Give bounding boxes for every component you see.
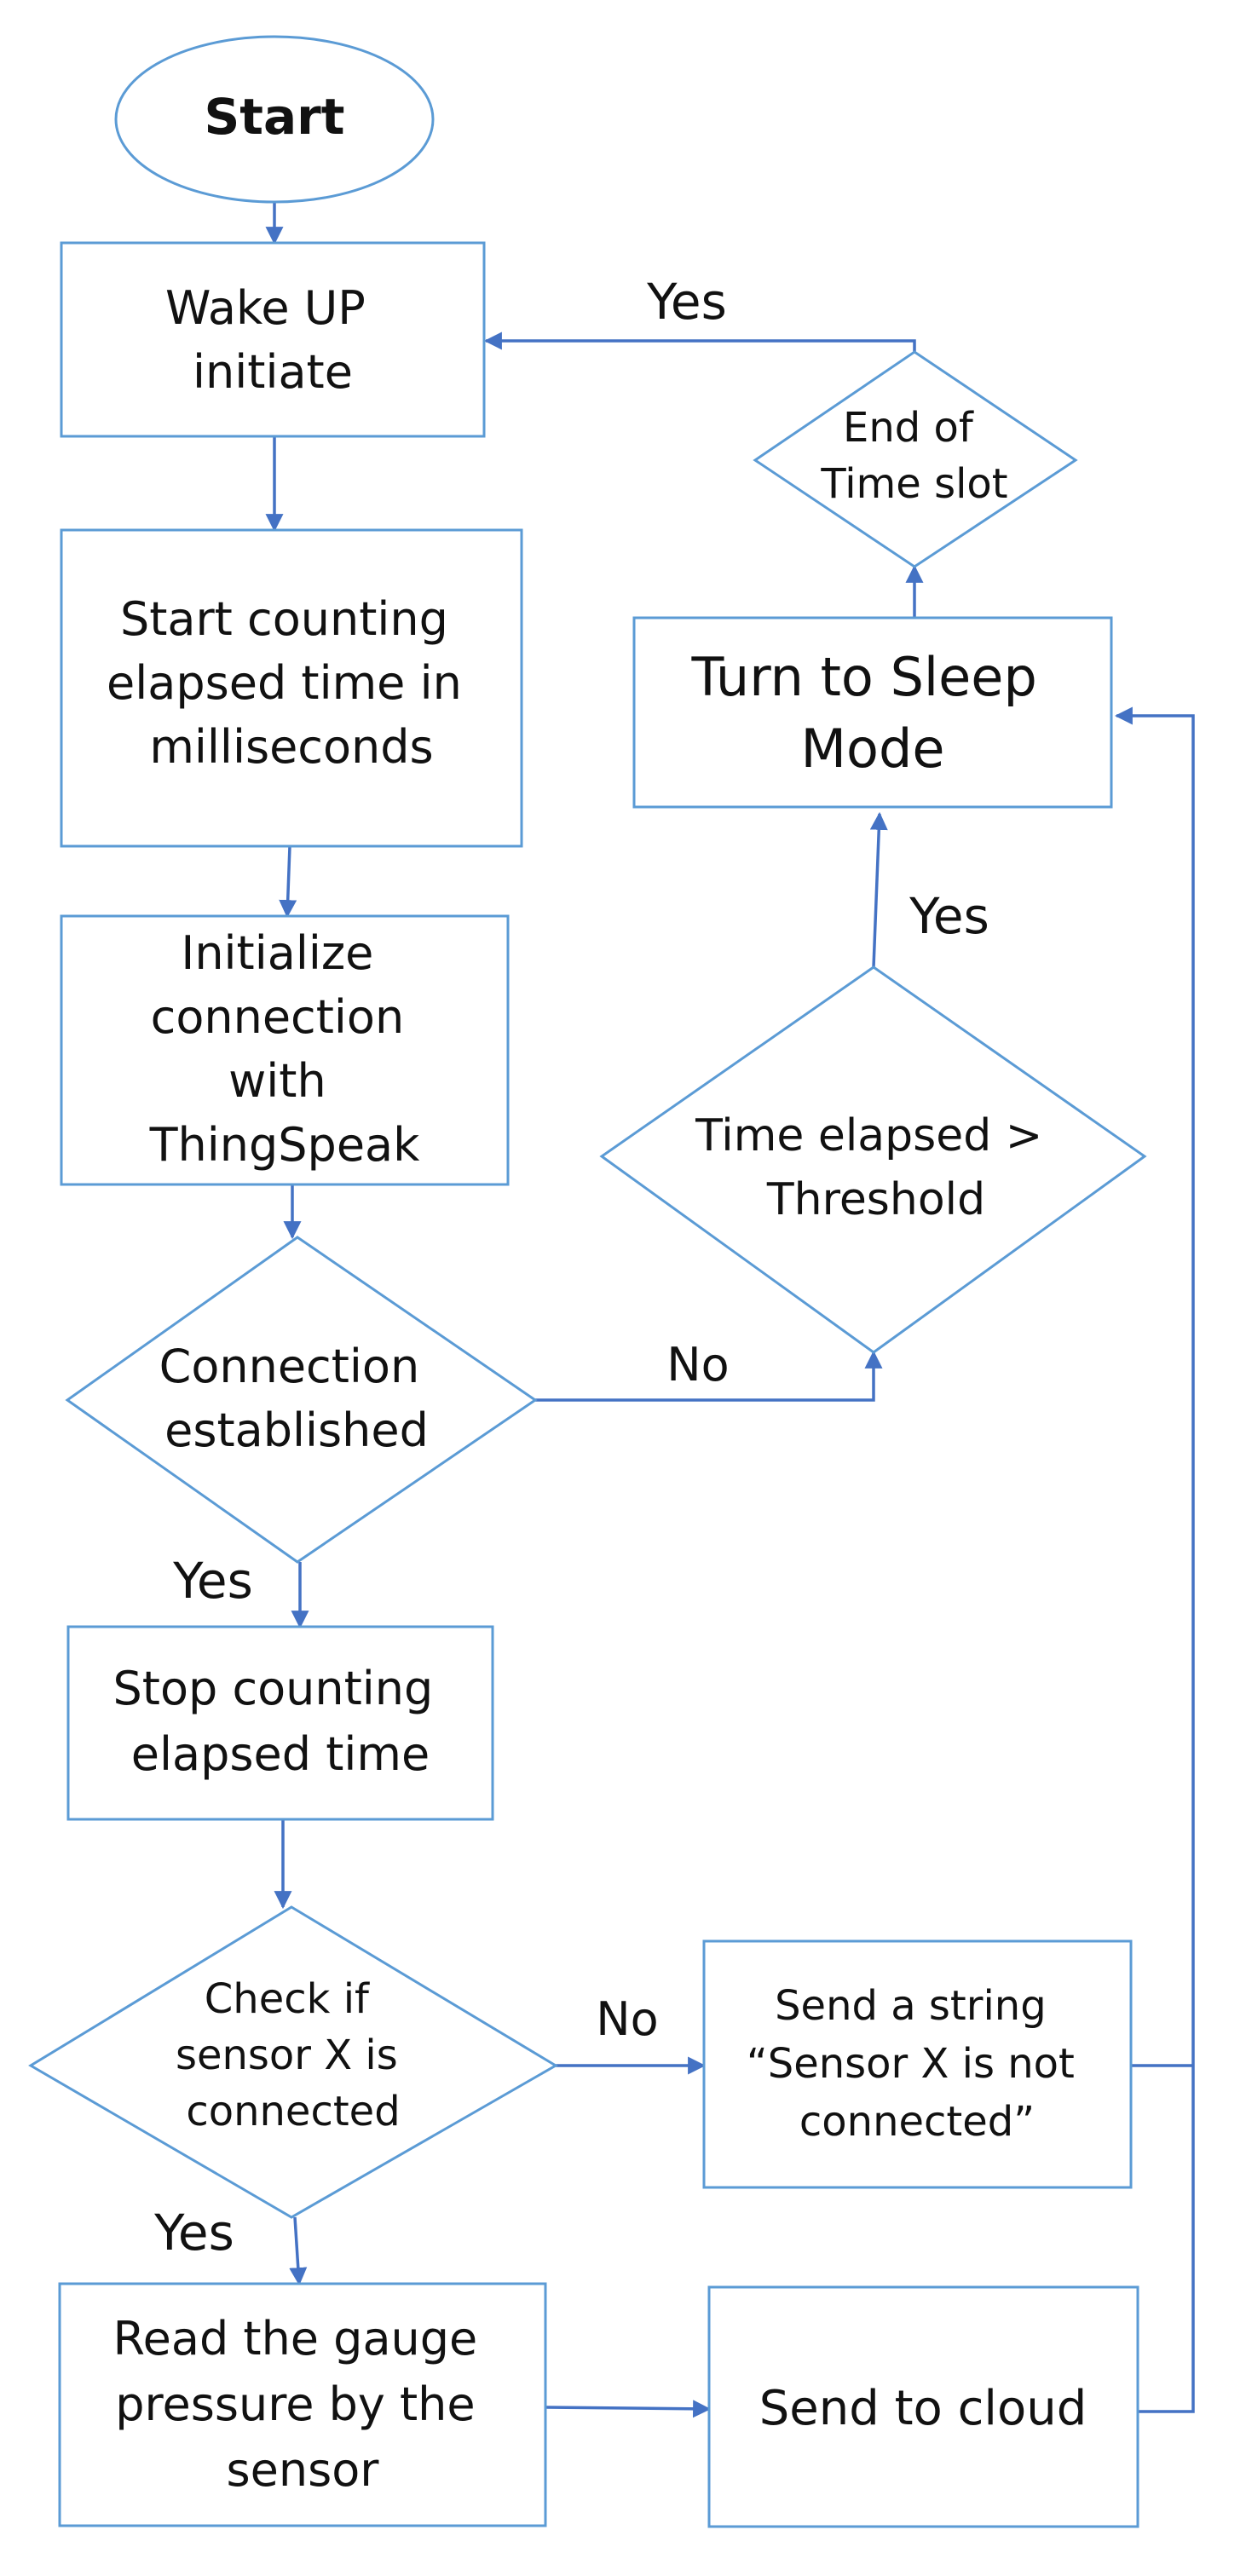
svg-text:End of Time slot: End of Time slot: [820, 404, 1007, 508]
start-counting-box: Start counting elapsed time in milliseco…: [60, 528, 523, 848]
check-sensor-line-2: sensor X is: [176, 2031, 398, 2079]
edge-read-to-cloud: [545, 2400, 712, 2418]
check-sensor-decision: Check if sensor X is connected: [28, 1905, 558, 2219]
read-gauge-box: Read the gauge pressure by the sensor: [58, 2282, 547, 2527]
svg-text:Connection established: Connection established: [159, 1340, 435, 1457]
svg-text:Send a string “Sensor X: Send a string “Sensor X is not connected…: [747, 1982, 1087, 2146]
send-string-box: Send a string “Sensor X is not connected…: [702, 1939, 1133, 2189]
time-elapsed-line-2: Threshold: [766, 1174, 985, 1225]
end-timeslot-line-1: End of: [843, 404, 974, 452]
svg-text:Read the gauge pressure: Read the gauge pressure by the sensor: [113, 2312, 493, 2497]
svg-text:Start counting elapsed t: Start counting elapsed time in milliseco…: [107, 592, 476, 774]
edge-counting-to-init: [279, 845, 297, 919]
edge-cloud-to-loop: [1114, 706, 1195, 2413]
threshold-yes-label: Yes: [909, 887, 989, 945]
svg-text:Initialize connection: Initialize connection with ThingSpeak: [149, 926, 421, 1172]
connection-established-line-2: established: [164, 1403, 429, 1457]
init-connection-line-1: Initialize: [181, 926, 373, 980]
edge-endslot-yes: [483, 331, 916, 352]
wake-up-line-2: initiate: [193, 345, 353, 399]
end-timeslot-line-2: Time slot: [820, 460, 1007, 508]
sensor-yes-label: Yes: [153, 2204, 234, 2262]
time-elapsed-decision: Time elapsed > Threshold: [599, 965, 1147, 1354]
svg-text:Stop counting elapsed ti: Stop counting elapsed time: [113, 1662, 448, 1781]
svg-text:Wake UP initiate: Wake UP initiate: [165, 281, 380, 399]
start-counting-line-2: elapsed time in: [107, 656, 462, 710]
send-string-line-3: connected”: [799, 2098, 1035, 2146]
check-sensor-line-3: connected: [186, 2088, 400, 2135]
stop-counting-line-1: Stop counting: [113, 1662, 434, 1715]
connectors: [265, 202, 1195, 2418]
wake-up-box: Wake UP initiate: [60, 241, 486, 438]
read-gauge-line-3: sensor: [227, 2443, 380, 2497]
start-counting-line-3: milliseconds: [149, 720, 433, 774]
send-string-line-1: Send a string: [775, 1982, 1047, 2030]
read-gauge-line-1: Read the gauge: [113, 2312, 478, 2366]
svg-text:Turn to Sleep Mode: Turn to Sleep Mode: [690, 646, 1053, 780]
connection-yes-label: Yes: [172, 1552, 253, 1610]
start-terminal: Start: [114, 35, 435, 204]
end-timeslot-yes-label: Yes: [646, 273, 727, 331]
start-counting-line-1: Start counting: [120, 592, 448, 646]
sensor-no-label: No: [596, 1992, 658, 2046]
sleep-mode-line-2: Mode: [801, 717, 945, 780]
check-sensor-line-1: Check if: [205, 1975, 370, 2023]
init-connection-line-4: ThingSpeak: [149, 1118, 421, 1172]
svg-text:Check if sensor X is: Check if sensor X is connected: [176, 1975, 411, 2135]
sleep-mode-box: Turn to Sleep Mode: [632, 616, 1113, 809]
connection-established-line-1: Connection: [159, 1340, 420, 1393]
connection-no-label: No: [666, 1338, 729, 1392]
init-connection-line-2: connection: [151, 990, 405, 1044]
sleep-mode-line-1: Turn to Sleep: [690, 646, 1036, 708]
stop-counting-line-2: elapsed time: [131, 1727, 430, 1781]
send-string-line-2: “Sensor X is not: [747, 2040, 1075, 2088]
start-label: Start: [205, 88, 345, 146]
init-connection-box: Initialize connection with ThingSpeak: [60, 914, 510, 1186]
send-cloud-line-1: Send to cloud: [759, 2381, 1087, 2436]
edge-sensor-yes: [289, 2216, 308, 2286]
init-connection-line-3: with: [228, 1054, 326, 1108]
edge-threshold-yes: [869, 811, 888, 968]
svg-text:Time elapsed > Threshold: Time elapsed > Threshold: [695, 1110, 1057, 1225]
send-cloud-box: Send to cloud: [707, 2285, 1139, 2528]
wake-up-line-1: Wake UP: [165, 281, 366, 335]
end-timeslot-decision: End of Time slot: [753, 350, 1078, 568]
connection-established-decision: Connection established: [65, 1236, 538, 1564]
time-elapsed-line-1: Time elapsed >: [695, 1110, 1042, 1161]
read-gauge-line-2: pressure by the: [115, 2377, 475, 2431]
edge-connection-no: [535, 1350, 883, 1402]
stop-counting-box: Stop counting elapsed time: [66, 1625, 494, 1821]
